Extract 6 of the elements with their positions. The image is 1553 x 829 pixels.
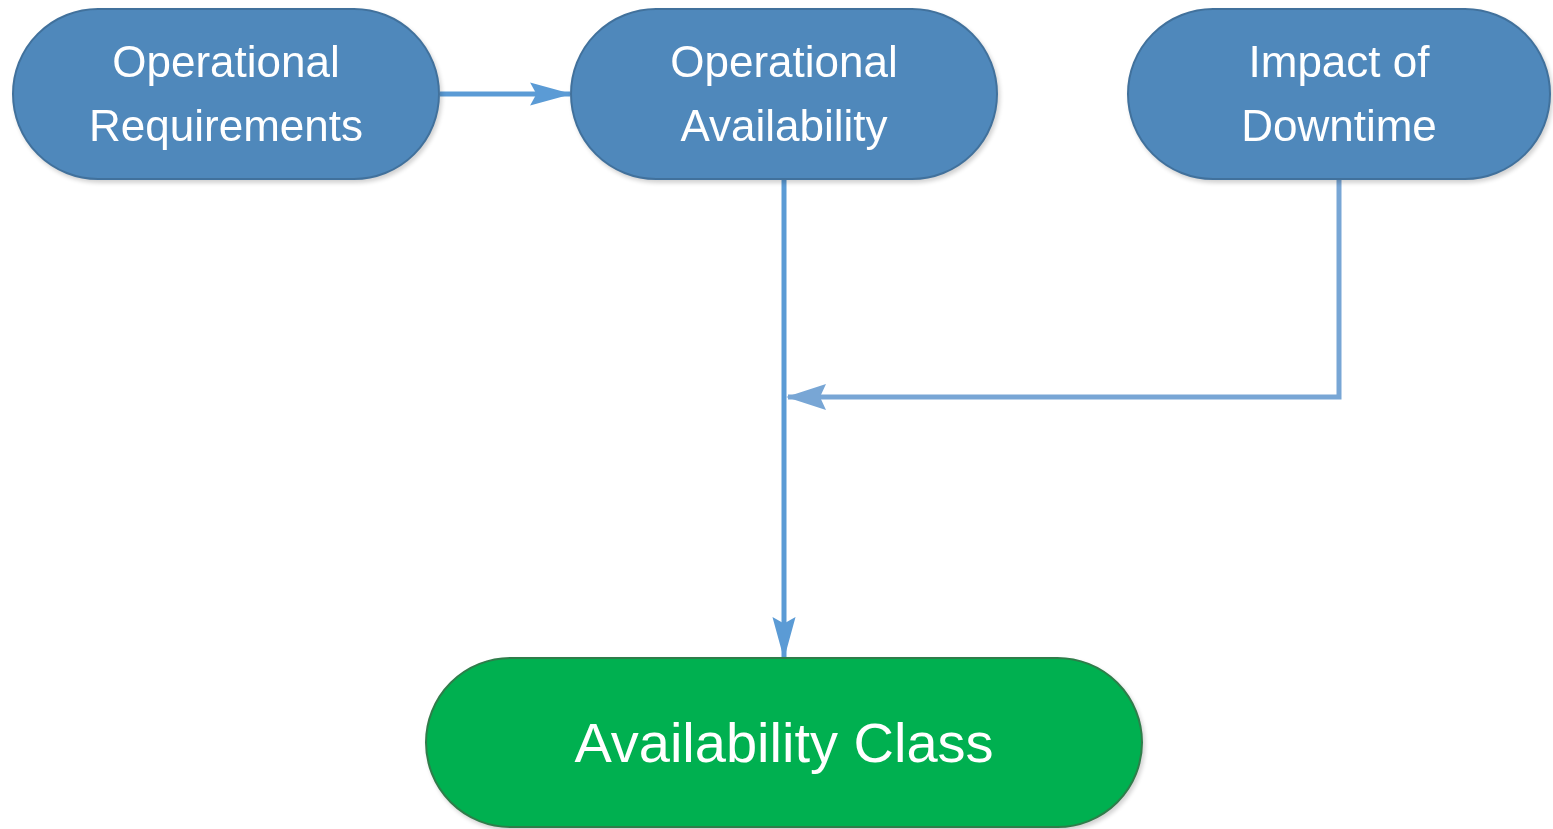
node-label: Availability Class [574,709,994,776]
node-label: Operational Requirements [88,36,364,152]
arrow [772,397,796,660]
arrow [786,180,1342,410]
node-label: Impact of Downtime [1240,36,1438,152]
node-label: Operational Availability [669,36,899,152]
